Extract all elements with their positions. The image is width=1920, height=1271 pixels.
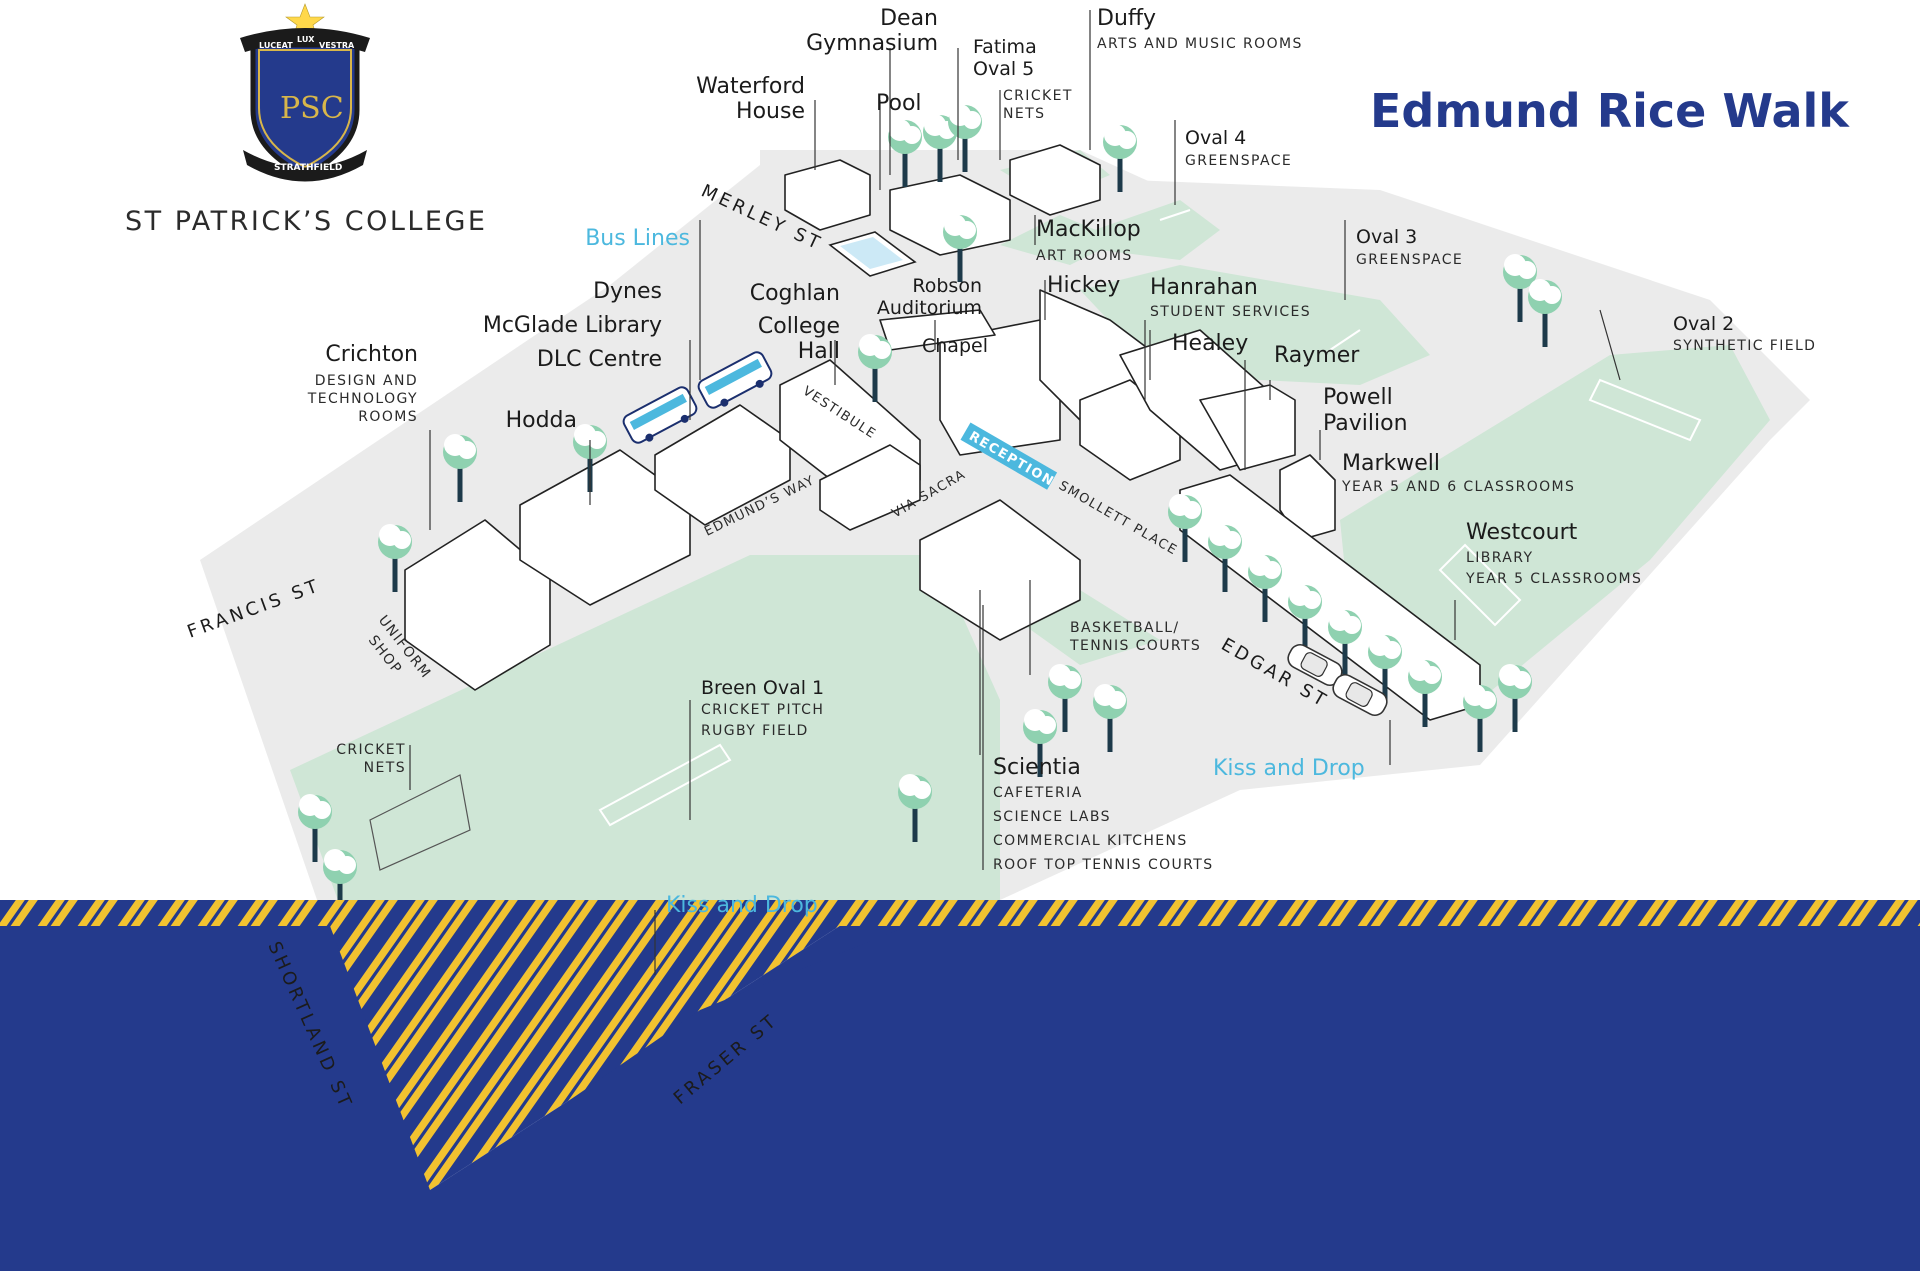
buildings (404, 144, 1481, 721)
label-crichton: Crichton (325, 342, 418, 367)
leader-lines (409, 10, 1621, 975)
label-crichton-sub-2: TECHNOLOGY (307, 391, 418, 407)
label-pavilion: Pavilion (1323, 411, 1408, 436)
label-oval-2: Oval 2 (1673, 313, 1734, 335)
crichton-building (404, 519, 551, 691)
label-kiss-drop-fraser: Kiss and Drop (666, 893, 818, 918)
label-pool: Pool (876, 91, 922, 116)
label-auditorium: Auditorium (877, 297, 982, 319)
label-oval-4-sub: GREENSPACE (1185, 153, 1292, 169)
label-oval-3-sub: GREENSPACE (1356, 252, 1463, 268)
label-scientia-sub-1: CAFETERIA (993, 785, 1083, 801)
label-crichton-sub-3: ROOMS (358, 409, 418, 425)
label-kiss-drop-edgar: Kiss and Drop (1213, 756, 1365, 781)
oval-2-field (1340, 345, 1770, 700)
label-oval-3: Oval 3 (1356, 226, 1417, 248)
label-breen-sub-2: RUGBY FIELD (701, 723, 809, 739)
label-fatima-nets-1: CRICKET (1003, 88, 1073, 104)
label-dlc: DLC Centre (537, 347, 662, 372)
label-markwell-sub: YEAR 5 AND 6 CLASSROOMS (1341, 479, 1575, 495)
label-dean: Dean (880, 6, 938, 31)
label-hanrahan: Hanrahan (1150, 275, 1258, 300)
dean-gymnasium-building (889, 174, 1011, 256)
cricket-nets-cage (369, 774, 471, 871)
crest-monogram: PSC (280, 91, 344, 126)
map-title: Edmund Rice Walk (1370, 84, 1849, 138)
pool-water (840, 237, 903, 269)
label-westcourt-sub-1: LIBRARY (1466, 550, 1533, 566)
label-westcourt-sub-2: YEAR 5 CLASSROOMS (1465, 571, 1642, 587)
label-dynes: Dynes (593, 279, 662, 304)
waterford-house-building (784, 159, 871, 231)
label-hickey: Hickey (1047, 273, 1120, 298)
label-raymer: Raymer (1274, 343, 1360, 368)
crest-location: STRATHFIELD (274, 163, 342, 173)
label-oval-4: Oval 4 (1185, 127, 1246, 149)
label-cricket-nets-1: CRICKET (336, 742, 406, 758)
label-courts-2: TENNIS COURTS (1069, 638, 1201, 654)
label-chapel: Chapel (922, 335, 988, 357)
label-fatima-nets-2: NETS (1003, 106, 1045, 122)
navy-band (0, 900, 1920, 1271)
label-gymnasium: Gymnasium (806, 31, 938, 56)
field-markings (369, 209, 1702, 871)
hodda-building (519, 449, 691, 606)
label-hanrahan-sub: STUDENT SERVICES (1150, 304, 1311, 320)
label-robson: Robson (912, 275, 982, 297)
label-westcourt: Westcourt (1466, 520, 1578, 545)
label-scientia-sub-3: COMMERCIAL KITCHENS (993, 833, 1188, 849)
label-cricket-nets-2: NETS (364, 760, 406, 776)
mackillop-lawn (1000, 215, 1120, 265)
label-scientia-sub-2: SCIENCE LABS (993, 809, 1111, 825)
label-mcglade: McGlade Library (483, 313, 662, 338)
label-markwell: Markwell (1342, 451, 1440, 476)
label-bus-lines: Bus Lines (585, 226, 690, 251)
label-scientia-sub-4: ROOF TOP TENNIS COURTS (993, 857, 1214, 873)
crest-motto-2: LUX (297, 35, 315, 44)
label-powell: Powell (1323, 385, 1393, 410)
label-duffy-sub: ARTS AND MUSIC ROOMS (1097, 36, 1303, 52)
label-mackillop: MacKillop (1036, 217, 1141, 242)
label-coghlan: Coghlan (750, 281, 840, 306)
crest-motto-1: LUCEAT (259, 41, 293, 50)
label-waterford: Waterford (696, 74, 805, 99)
label-hall: Hall (798, 339, 840, 364)
label-scientia: Scientia (993, 755, 1081, 780)
duffy-building (1009, 144, 1101, 216)
label-fatima: Fatima (973, 36, 1037, 58)
label-mackillop-sub: ART ROOMS (1036, 248, 1133, 264)
label-duffy: Duffy (1097, 6, 1156, 31)
label-crichton-sub-1: DESIGN AND (315, 373, 418, 389)
college-crest: LUCEAT LUX VESTRA PSC STRATHFIELD (240, 3, 370, 182)
scientia-building (919, 499, 1081, 641)
raymer-building (1199, 384, 1296, 471)
edmunds-way-building (819, 444, 921, 531)
label-oval-5: Oval 5 (973, 58, 1034, 80)
college-name: ST PATRICK’S COLLEGE (125, 206, 488, 237)
label-breen-oval: Breen Oval 1 (701, 677, 824, 699)
crest-motto-3: VESTRA (319, 41, 355, 50)
dlc-centre-building (654, 404, 791, 526)
label-oval-2-sub: SYNTHETIC FIELD (1673, 338, 1816, 354)
label-hodda: Hodda (506, 408, 577, 433)
oval-4-field (1080, 200, 1220, 260)
label-college: College (758, 314, 840, 339)
label-courts-1: BASKETBALL/ (1070, 620, 1180, 636)
label-breen-sub-1: CRICKET PITCH (701, 702, 824, 718)
label-healey: Healey (1172, 331, 1248, 356)
label-house: House (736, 99, 805, 124)
